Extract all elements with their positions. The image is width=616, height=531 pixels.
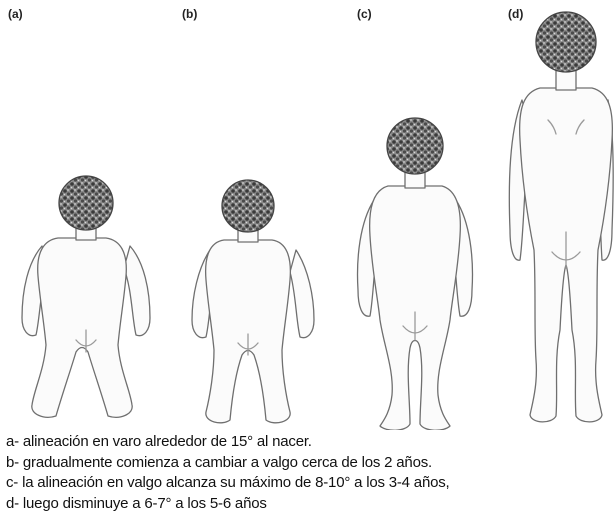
- caption-line-c: c- la alineación en valgo alcanza su máx…: [6, 474, 450, 491]
- figure-d-older-child: [508, 11, 614, 423]
- panel-label-b: (b): [182, 7, 198, 21]
- panel-label-d: (d): [508, 7, 524, 21]
- caption-line-d: d- luego disminuye a 6-7° a los 5-6 años: [6, 494, 267, 512]
- child-growth-figure: [21, 11, 614, 430]
- panel-label-c: (c): [357, 7, 372, 21]
- figure-a-infant: [21, 175, 151, 418]
- figure-caption: a- alineación en varo alrededor de 15° a…: [6, 432, 612, 514]
- panel-label-a: (a): [8, 7, 23, 21]
- figure-c-child: [356, 117, 474, 430]
- figure-b-toddler: [191, 179, 315, 424]
- caption-line-a: a- alineación en varo alrededor de 15° a…: [6, 433, 312, 450]
- caption-line-b: b- gradualmente comienza a cambiar a val…: [6, 453, 432, 471]
